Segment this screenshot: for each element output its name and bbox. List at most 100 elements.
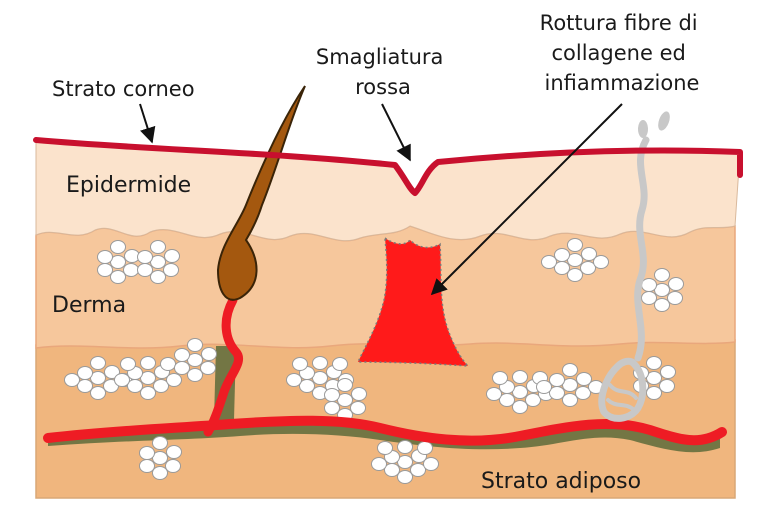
fat-cell xyxy=(324,401,340,415)
fat-cell-clusters xyxy=(64,238,684,484)
fat-cell xyxy=(90,386,106,400)
label-strato-adiposo: Strato adiposo xyxy=(481,469,641,494)
nerve-fiber xyxy=(634,136,650,362)
fat-cell xyxy=(397,470,413,484)
strato-corneo-pointer xyxy=(139,103,156,144)
fat-cell xyxy=(549,386,565,400)
fat-cell xyxy=(152,436,168,450)
stretch-mark xyxy=(356,236,470,367)
fat-cell xyxy=(110,270,126,284)
fat-cell xyxy=(137,263,153,277)
fat-cell xyxy=(152,466,168,480)
fat-cell xyxy=(97,250,113,264)
fat-cell xyxy=(150,270,166,284)
fat-cell xyxy=(562,363,578,377)
fat-cell xyxy=(90,356,106,370)
fat-cell xyxy=(174,361,190,375)
fat-cell xyxy=(575,386,591,400)
label-epidermide: Epidermide xyxy=(66,173,191,198)
fat-cell xyxy=(554,261,570,275)
fat-cell xyxy=(536,380,552,394)
stratum-corneum-line xyxy=(33,137,743,196)
fat-cell xyxy=(668,277,684,291)
blood-vessel xyxy=(43,415,727,446)
fat-cell xyxy=(77,379,93,393)
fat-cell xyxy=(549,373,565,387)
fat-cell xyxy=(580,261,596,275)
fat-cell xyxy=(312,356,328,370)
nerve-corpuscle xyxy=(598,357,647,422)
fat-cell xyxy=(567,268,583,282)
label-rottura: Rottura fibre di collagene ed infiammazi… xyxy=(540,11,705,95)
fat-cell xyxy=(140,386,156,400)
smagliatura-pointer xyxy=(381,103,411,162)
fat-cell xyxy=(660,365,676,379)
label-smagliatura: Smagliatura rossa xyxy=(316,45,450,99)
fat-cell xyxy=(332,357,348,371)
fat-cell xyxy=(114,373,130,387)
fat-cell xyxy=(160,357,176,371)
fat-cell xyxy=(646,386,662,400)
fat-cell xyxy=(384,463,400,477)
fat-cell xyxy=(324,388,340,402)
fat-cell xyxy=(165,459,181,473)
fat-cell xyxy=(123,263,139,277)
fat-cell xyxy=(163,263,179,277)
fat-cell xyxy=(593,255,609,269)
fat-cell xyxy=(292,357,308,371)
fat-cell xyxy=(337,378,353,392)
fat-cell xyxy=(371,457,387,471)
fat-cell xyxy=(423,457,439,471)
fat-cell xyxy=(562,393,578,407)
fat-cell xyxy=(166,445,182,459)
fat-cell xyxy=(64,373,80,387)
label-derma: Derma xyxy=(52,293,126,318)
fat-cell xyxy=(492,371,508,385)
fat-cell xyxy=(286,373,302,387)
fat-cell xyxy=(567,238,583,252)
fat-cell xyxy=(110,240,126,254)
fat-cell xyxy=(164,249,180,263)
blood-vessel-branch xyxy=(203,295,243,437)
fat-cell xyxy=(137,250,153,264)
fat-cell xyxy=(153,379,169,393)
fat-cell xyxy=(417,441,433,455)
fat-cell xyxy=(641,291,657,305)
nerve-ending xyxy=(658,111,670,131)
fat-cell xyxy=(140,356,156,370)
fat-cell xyxy=(166,373,182,387)
fat-cell xyxy=(127,379,143,393)
fat-cell xyxy=(654,268,670,282)
fat-cell xyxy=(410,463,426,477)
fat-cell xyxy=(499,393,515,407)
fat-cell xyxy=(486,387,502,401)
fat-cell xyxy=(139,446,155,460)
fat-cell xyxy=(97,263,113,277)
fat-cell xyxy=(512,400,528,414)
fat-cell xyxy=(200,361,216,375)
fat-cell xyxy=(350,401,366,415)
fat-cell xyxy=(174,348,190,362)
fat-cell xyxy=(77,366,93,380)
fat-cell xyxy=(187,338,203,352)
fat-cell xyxy=(525,393,541,407)
fat-cell xyxy=(667,291,683,305)
label-strato-corneo: Strato corneo xyxy=(52,77,195,101)
fat-cell xyxy=(139,459,155,473)
fat-cell xyxy=(654,298,670,312)
nerve-ending xyxy=(638,120,648,138)
fat-cell xyxy=(201,347,217,361)
fat-cell xyxy=(377,441,393,455)
rottura-pointer xyxy=(430,103,623,296)
fat-cell xyxy=(187,368,203,382)
fat-cell xyxy=(351,387,367,401)
fat-cell xyxy=(150,240,166,254)
fat-cell xyxy=(554,248,570,262)
fat-cell xyxy=(646,356,662,370)
fat-cell xyxy=(120,357,136,371)
nerve-corpuscle-detail xyxy=(606,383,638,412)
fat-cell xyxy=(104,365,120,379)
fat-cell xyxy=(397,440,413,454)
hair-shaft xyxy=(216,85,306,301)
